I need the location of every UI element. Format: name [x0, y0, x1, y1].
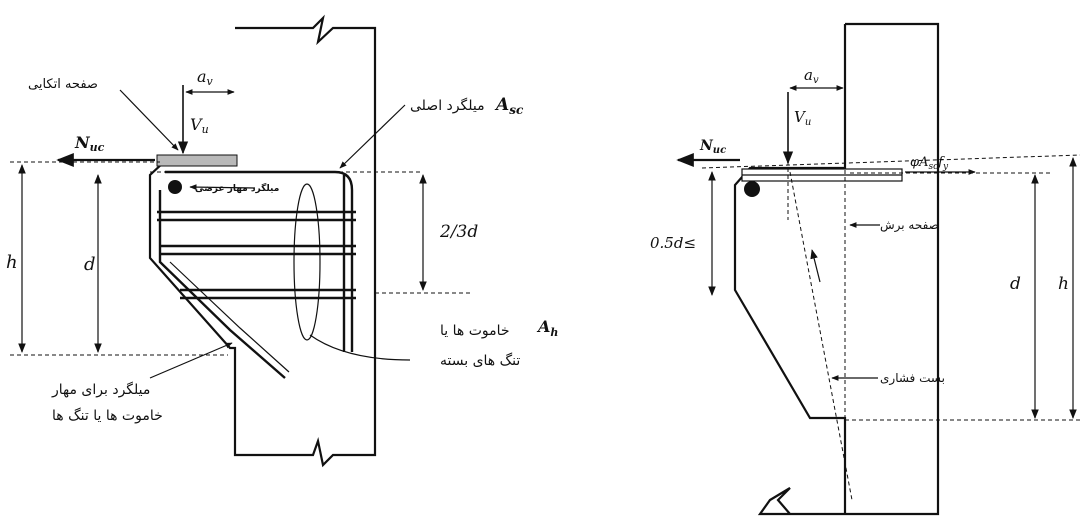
left-bearing-plate: [156, 154, 238, 167]
left-anchor-line2: خاموت ها یا تنگ ها: [52, 407, 163, 424]
left-stirrups: [157, 210, 356, 300]
left-cross-bar-label: میلگرد مهار عرضی: [195, 182, 279, 194]
left-stirrup-ellipse: [293, 183, 321, 341]
left-bearing-plate-label: صفحه اتکایی: [28, 77, 98, 92]
left-d-label: d: [84, 254, 96, 275]
left-main-bar-symbol: Asc: [494, 95, 524, 117]
right-half-d-label: 0.5d≤: [650, 234, 696, 252]
left-main-bar-label: میلگرد اصلی: [410, 97, 485, 114]
right-strut-label: بست فشاری: [880, 371, 945, 386]
right-d-label: d: [1010, 274, 1021, 294]
right-h-label: h: [1058, 274, 1069, 294]
right-compression-strut: [789, 171, 853, 501]
left-stirrups-line1: خاموت ها یا: [440, 323, 510, 339]
left-anchor-line1: میلگرد برای مهار: [51, 381, 150, 398]
left-h-label: h: [6, 252, 18, 273]
left-stirrups-symbol: Ah: [536, 317, 558, 339]
right-cross-bar-dot: [744, 181, 760, 197]
left-inclined-bar: [158, 190, 286, 379]
left-vu-label: Vu: [190, 115, 209, 136]
left-column-outline: [148, 14, 377, 468]
left-main-bar: [165, 170, 354, 352]
left-corbel-figure: صفحه اتکایی میلگرد اصلی Asc میلگرد مهار …: [6, 14, 558, 468]
left-stirrups-line2: تنگ های بسته: [440, 352, 520, 369]
left-av-label: av: [197, 67, 214, 88]
right-column-outline: [733, 22, 940, 516]
right-corbel-figure: صفحه برش بست فشاری av Vu Nuc φAscfy 0.5d…: [650, 22, 1081, 516]
right-shear-plane-label: صفحه برش: [880, 218, 939, 233]
right-nuc-label: Nuc: [699, 138, 726, 156]
right-av-label: av: [804, 66, 819, 86]
right-vu-label: Vu: [794, 108, 811, 128]
left-nuc-label: Nuc: [74, 133, 105, 154]
left-two-thirds-label: 2/3d: [439, 222, 478, 242]
left-cross-bar-dot: [168, 180, 182, 194]
left-inclined-bar-2: [169, 261, 290, 373]
right-force-label: φAscfy: [910, 155, 949, 172]
